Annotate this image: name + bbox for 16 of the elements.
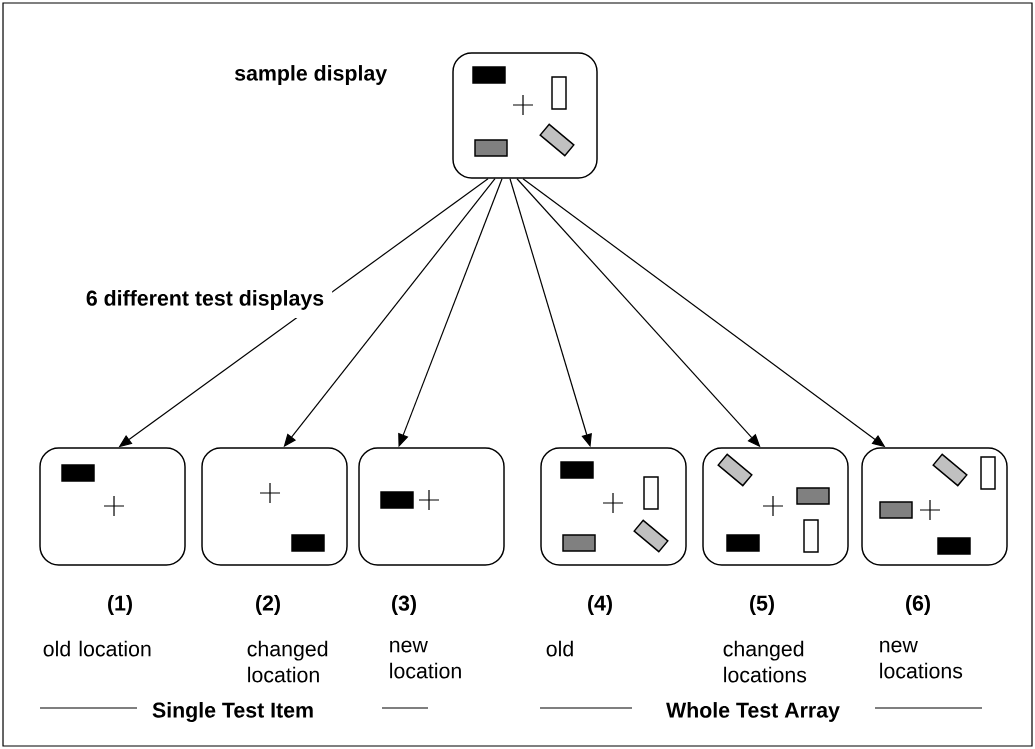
condition-label: changed location [247,640,328,683]
display-number: (3) [392,595,416,615]
condition-label: old location [43,640,151,657]
condition-label: new location [390,640,461,679]
display-number: (4) [588,595,612,615]
condition-label: old [546,640,573,657]
display-number: (5) [750,595,774,615]
display-number: (1) [108,595,132,615]
group-heading: Whole Test Array [666,702,840,722]
display-number: (6) [906,595,930,615]
condition-label: new locations [880,640,963,679]
display-number: (2) [256,595,280,615]
display-caption: sample display [234,65,388,85]
condition-label: changed locations [723,640,807,683]
group-heading: Single Test Item [152,702,313,722]
annotation-label: 6 different test displays [77,282,333,318]
